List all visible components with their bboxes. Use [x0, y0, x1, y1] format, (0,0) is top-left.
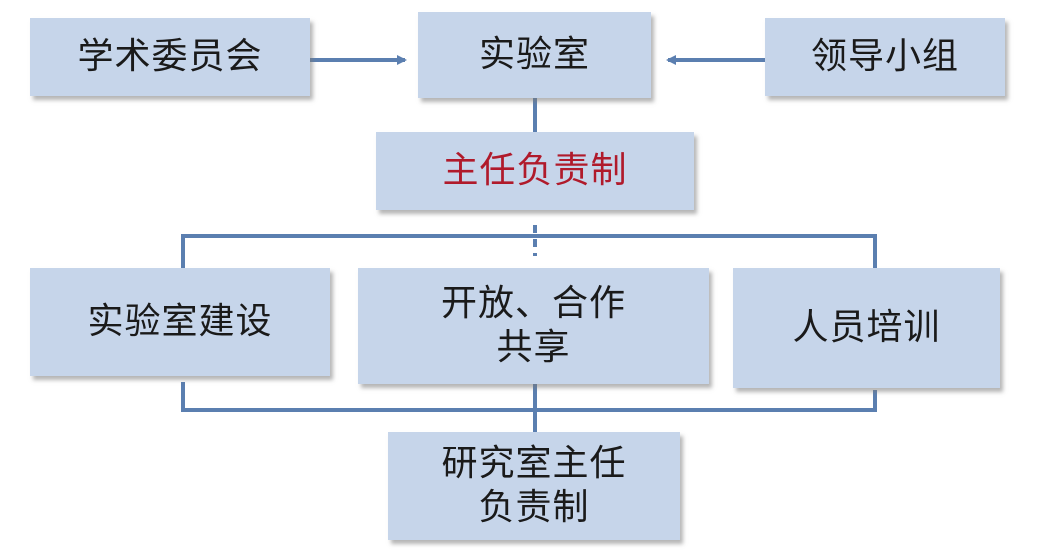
laboratory-label: 实验室 — [478, 34, 590, 75]
staff-training-label: 人员培训 — [792, 307, 941, 348]
section-director-box: 研究室主任 负责制 — [388, 432, 680, 540]
lab-construction-label: 实验室建设 — [87, 301, 273, 342]
top-bracket — [181, 234, 877, 268]
leadership-group-label: 领导小组 — [810, 36, 959, 77]
lab-construction-box: 实验室建设 — [30, 268, 330, 376]
academic-committee-box: 学术委员会 — [30, 18, 310, 96]
leadership-group-box: 领导小组 — [765, 18, 1005, 96]
staff-training-box: 人员培训 — [733, 268, 1000, 388]
laboratory-box: 实验室 — [418, 12, 651, 98]
director-responsibility-box: 主任负责制 — [376, 132, 694, 210]
academic-committee-label: 学术委员会 — [77, 36, 263, 77]
open-cooperation-label: 开放、合作 共享 — [440, 283, 626, 368]
open-cooperation-box: 开放、合作 共享 — [358, 268, 709, 384]
section-director-label: 研究室主任 负责制 — [441, 443, 627, 528]
director-responsibility-label: 主任负责制 — [442, 150, 628, 191]
